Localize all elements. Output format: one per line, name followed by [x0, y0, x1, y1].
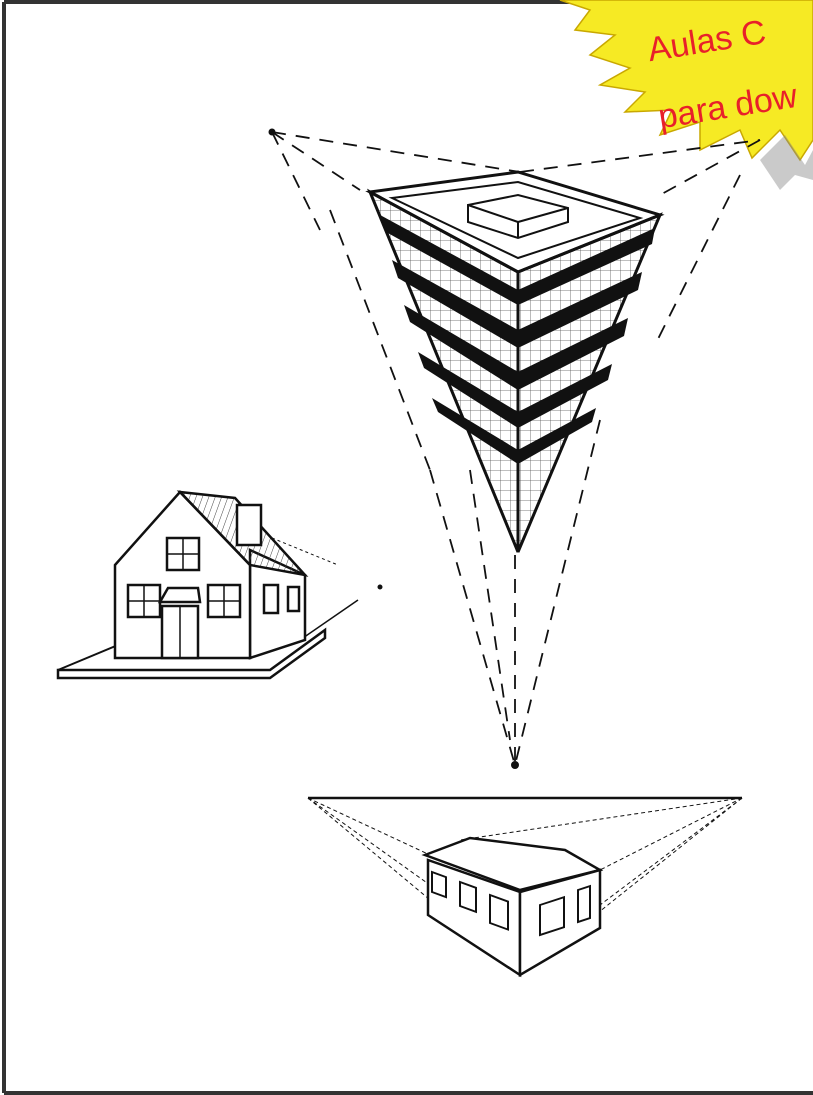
house2-window-2 [459, 880, 477, 914]
house-awning [157, 586, 202, 604]
starburst-shape [559, 0, 813, 162]
house-base [56, 627, 327, 680]
house-side-window-1 [262, 583, 280, 615]
house-side-window-2 [286, 585, 301, 613]
starburst-badge [559, 0, 813, 190]
vanishing-point-house [377, 584, 383, 590]
house2-window-1 [431, 870, 447, 899]
house-perspective-lines [307, 797, 743, 976]
house2-door [577, 884, 591, 924]
building-stripes [380, 215, 655, 464]
house-one-point [56, 490, 359, 680]
badge-line-1: Aulas C [645, 12, 769, 70]
house-two-point [307, 796, 743, 978]
house2-roof [421, 836, 604, 892]
house-chimney [235, 503, 263, 547]
roof-box [467, 193, 569, 240]
house2-window-4 [539, 895, 565, 937]
starburst-shadow [760, 135, 813, 190]
house2-window-3 [489, 893, 509, 931]
badge-text: Aulas C para dow [640, 0, 813, 168]
badge-line-2: para dow [655, 76, 800, 137]
three-point-building [268, 128, 761, 769]
construction-lines [271, 131, 761, 766]
vanishing-point-bottom [511, 761, 519, 769]
